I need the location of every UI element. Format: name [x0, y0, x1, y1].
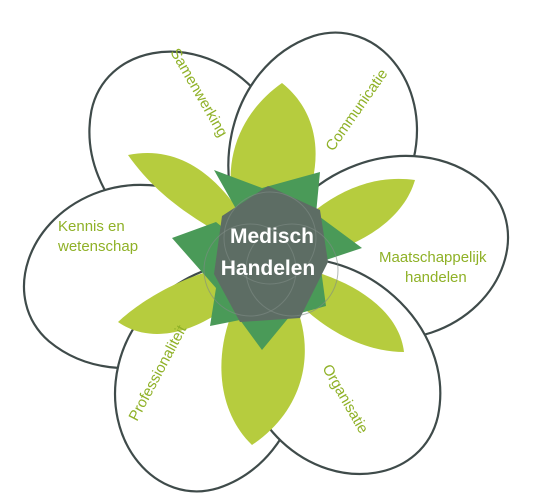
center-title-line2: Handelen — [221, 257, 316, 280]
center-circle-3 — [245, 223, 339, 317]
label-maatschappelijk-line1: Maatschappelijk — [379, 249, 487, 266]
center-title-line1: Medisch — [230, 225, 314, 248]
center-circle-2 — [203, 223, 297, 317]
label-kennis-line1: Kennis en — [58, 218, 125, 235]
center-hexagon — [214, 186, 328, 322]
center-circles — [203, 191, 339, 317]
center-circle-1 — [223, 191, 317, 285]
label-kennis-line2: wetenschap — [57, 238, 138, 255]
label-maatschappelijk-line2: handelen — [405, 269, 467, 286]
